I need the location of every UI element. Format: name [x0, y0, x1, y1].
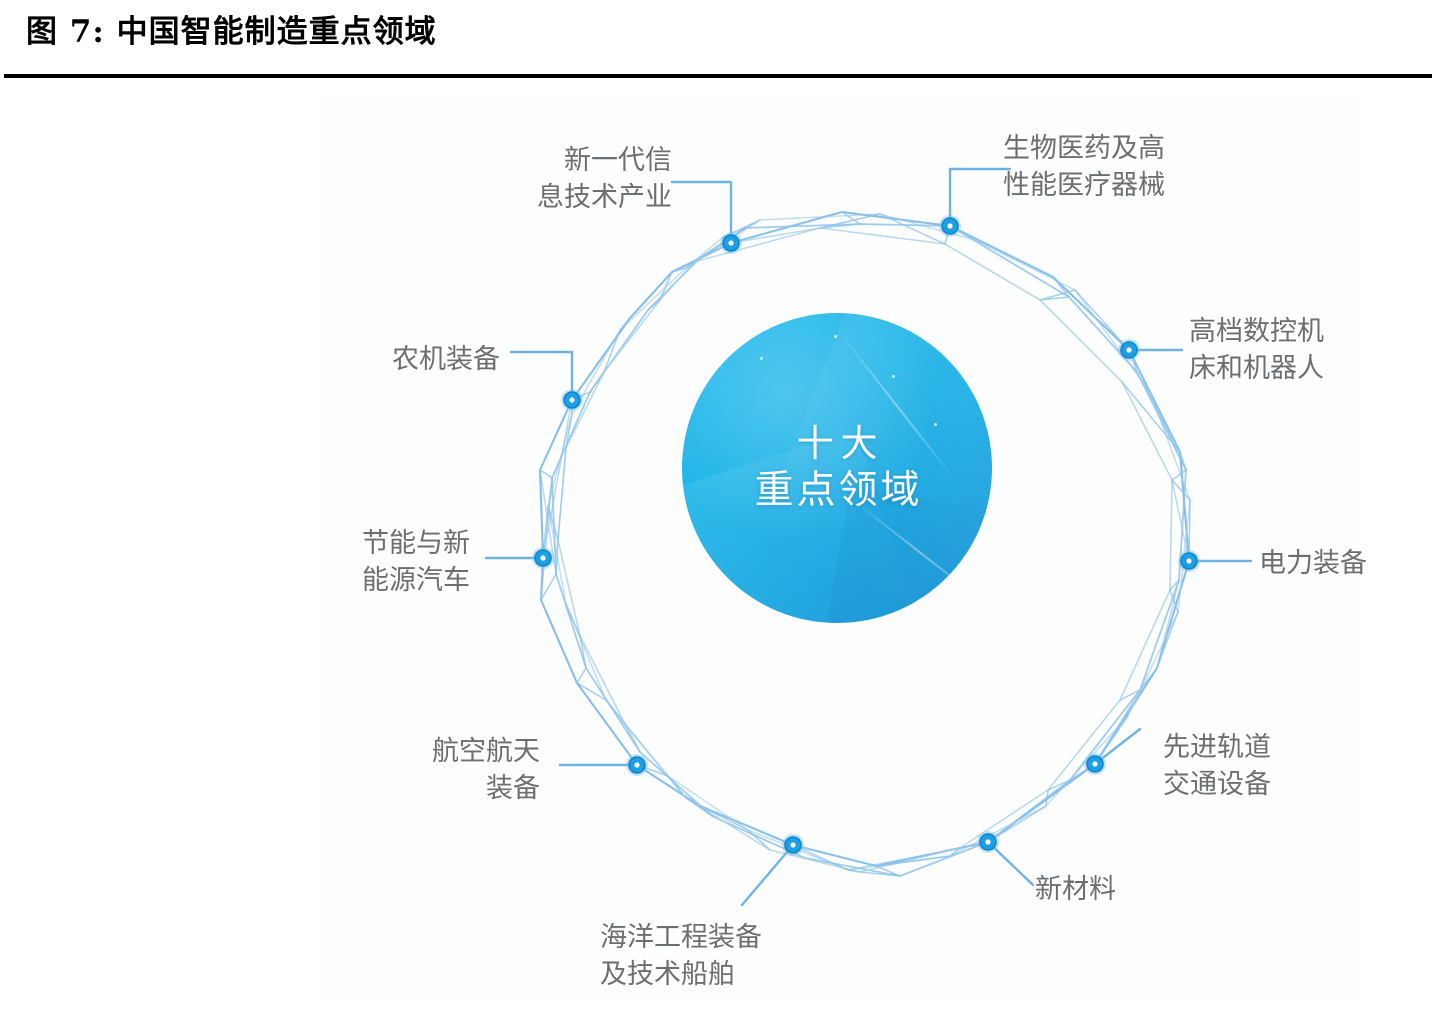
figure-header: 图 7: 中国智能制造重点领域 [0, 0, 1436, 78]
page-title: 图 7: 中国智能制造重点领域 [26, 14, 437, 50]
figure-panel [320, 92, 1360, 1004]
title-divider [4, 74, 1432, 78]
